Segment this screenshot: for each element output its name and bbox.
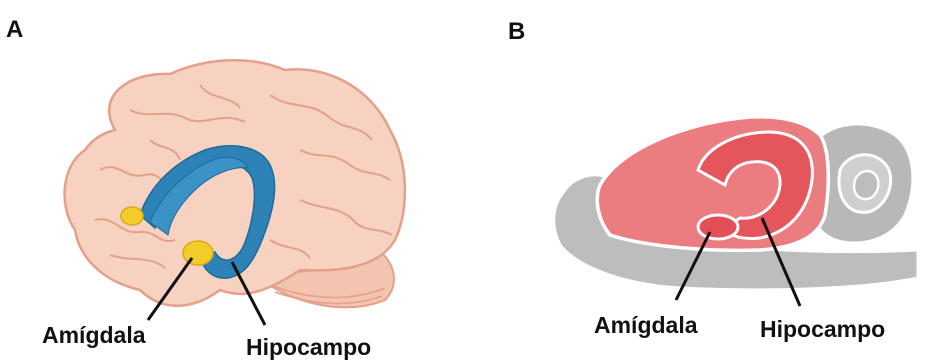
- rodent-amygdala: [698, 215, 738, 239]
- hippocampus-label-b: Hipocampo: [760, 318, 885, 341]
- amygdala-label-b: Amígdala: [594, 314, 698, 337]
